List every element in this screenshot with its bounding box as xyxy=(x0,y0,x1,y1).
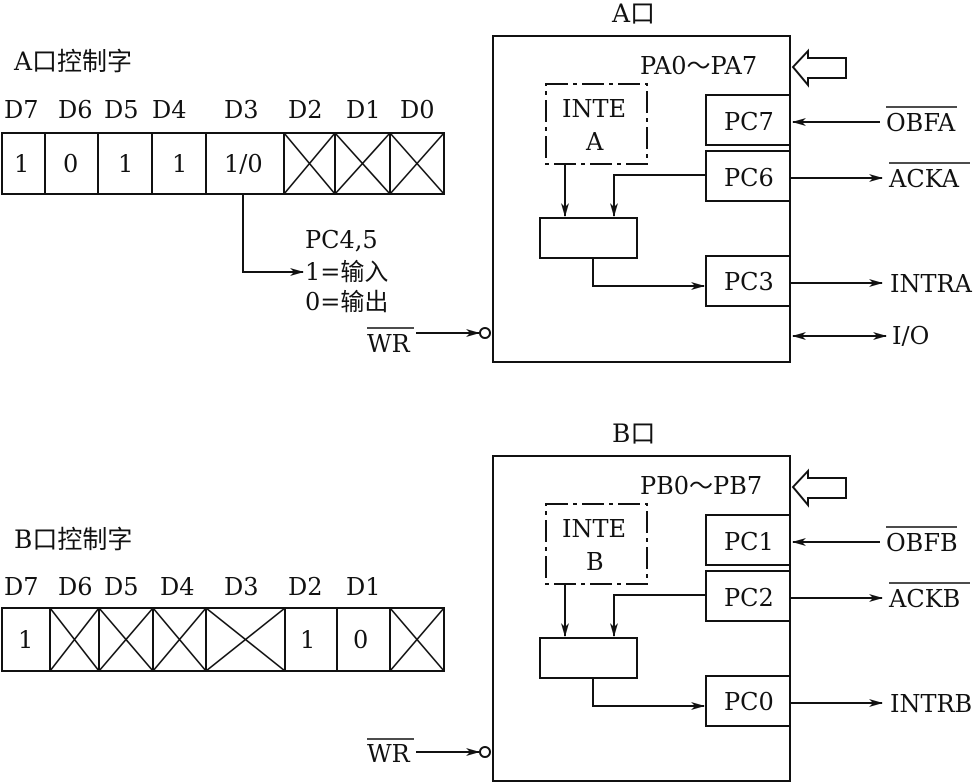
port-a-bit-value: 1/0 xyxy=(224,150,263,178)
signal-obfb: OBFB xyxy=(886,529,958,557)
and-gate-a xyxy=(539,217,638,259)
pin-box-pc2 xyxy=(705,570,791,622)
port-b-block-title: B口 xyxy=(612,419,655,448)
data-bus-arrow-icon xyxy=(791,48,847,88)
pin-label: PC1 xyxy=(724,528,774,556)
pin-box-pc7 xyxy=(705,94,791,146)
active-low-bubble xyxy=(479,327,491,339)
wr-label: WR xyxy=(367,330,411,358)
d3-note-line3: 0=输出 xyxy=(305,288,388,316)
port-a-bit-value: 1 xyxy=(118,150,133,178)
signal-intrb: INTRB xyxy=(890,690,972,718)
wr-label: WR xyxy=(367,740,411,768)
port-a-bit-value: 1 xyxy=(172,150,187,178)
port-b-bit-value: 0 xyxy=(353,626,368,654)
port-a-register: 1 0 1 1 1/0 xyxy=(1,132,445,195)
pin-box-pc0 xyxy=(705,675,791,727)
port-a-block: A口 PA0～PA7 INTE A PC7 PC6 PC3 OBFA ACKA … xyxy=(492,0,973,363)
active-low-bubble xyxy=(479,746,491,758)
port-a-bit-value: 0 xyxy=(63,150,78,178)
port-b-block: B口 PB0～PB7 INTE B PC1 PC2 PC0 OBFB ACKB … xyxy=(492,419,972,782)
signal-obfa: OBFA xyxy=(886,109,956,137)
pin-box-pc3 xyxy=(705,255,791,307)
signal-acka: ACKA xyxy=(888,165,960,193)
port-b-data-bus: PB0～PB7 xyxy=(640,472,762,500)
port-b-register: 1 1 0 xyxy=(1,607,445,672)
port-b-bit-label: D2 xyxy=(288,573,323,601)
dont-care-cell xyxy=(205,607,286,672)
port-a-bit-label: D1 xyxy=(346,96,381,124)
port-b-bit-label: D1 xyxy=(346,573,381,601)
port-a-bit-label: D3 xyxy=(224,96,259,124)
inte-b-box xyxy=(545,503,648,585)
port-a-block-title: A口 xyxy=(611,0,655,28)
inte-a-box xyxy=(545,83,648,165)
signal-intra: INTRA xyxy=(890,270,973,298)
port-a-bit-label: D4 xyxy=(152,96,187,124)
and-gate-b xyxy=(539,637,638,679)
dont-care-cell xyxy=(389,132,445,195)
port-b-bit-label: D6 xyxy=(58,573,93,601)
port-a-bit-label: D7 xyxy=(4,96,39,124)
dont-care-cell xyxy=(334,132,391,195)
inte-b-line1: INTE xyxy=(562,515,626,543)
port-b-bit-label: D4 xyxy=(160,573,195,601)
port-a-wr-input: WR xyxy=(367,327,491,358)
d3-note-arrow xyxy=(242,194,304,276)
inte-b-line2: B xyxy=(586,548,604,576)
inte-a-line1: INTE xyxy=(562,95,626,123)
inte-a-line2: A xyxy=(585,128,604,156)
dont-care-cell xyxy=(283,132,336,195)
dont-care-cell xyxy=(49,607,100,672)
dont-care-cell xyxy=(389,607,445,672)
io-label: I/O xyxy=(892,322,929,350)
port-a-bit-label: D0 xyxy=(400,96,435,124)
port-a-control-word: A口控制字 D7 D6 D5 D4 D3 D2 D1 D0 1 0 1 1 1 xyxy=(1,47,445,316)
pin-box-pc1 xyxy=(705,514,791,566)
port-a-control-word-title: A口控制字 xyxy=(13,47,132,76)
port-b-control-word: B口控制字 D7 D6 D5 D4 D3 D2 D1 1 1 0 xyxy=(1,525,445,672)
port-a-bit-label: D6 xyxy=(58,96,93,124)
signal-ackb: ACKB xyxy=(888,585,960,613)
d3-note-line2: 1=输入 xyxy=(305,258,388,286)
d3-note-line1: PC4,5 xyxy=(305,226,378,254)
port-a-bit-label: D5 xyxy=(104,96,139,124)
dont-care-cell xyxy=(152,607,207,672)
port-a-data-bus: PA0～PA7 xyxy=(640,52,757,80)
pin-box-pc6 xyxy=(705,150,791,202)
port-b-bit-label: D7 xyxy=(4,573,39,601)
port-b-bit-label: D5 xyxy=(104,573,139,601)
pin-label: PC6 xyxy=(724,164,774,192)
port-b-control-word-title: B口控制字 xyxy=(14,525,132,554)
pin-label: PC7 xyxy=(724,108,774,136)
dont-care-cell xyxy=(98,607,154,672)
port-b-wr-input: WR xyxy=(367,738,491,768)
port-b-bit-value: 1 xyxy=(300,626,315,654)
port-b-bit-value: 1 xyxy=(18,626,33,654)
pin-label: PC2 xyxy=(724,584,774,612)
data-bus-arrow-icon xyxy=(791,468,847,508)
pin-label: PC3 xyxy=(724,268,774,296)
port-a-bit-label: D2 xyxy=(288,96,323,124)
port-a-bit-value: 1 xyxy=(14,150,29,178)
port-b-bit-label: D3 xyxy=(224,573,259,601)
pin-label: PC0 xyxy=(724,688,774,716)
